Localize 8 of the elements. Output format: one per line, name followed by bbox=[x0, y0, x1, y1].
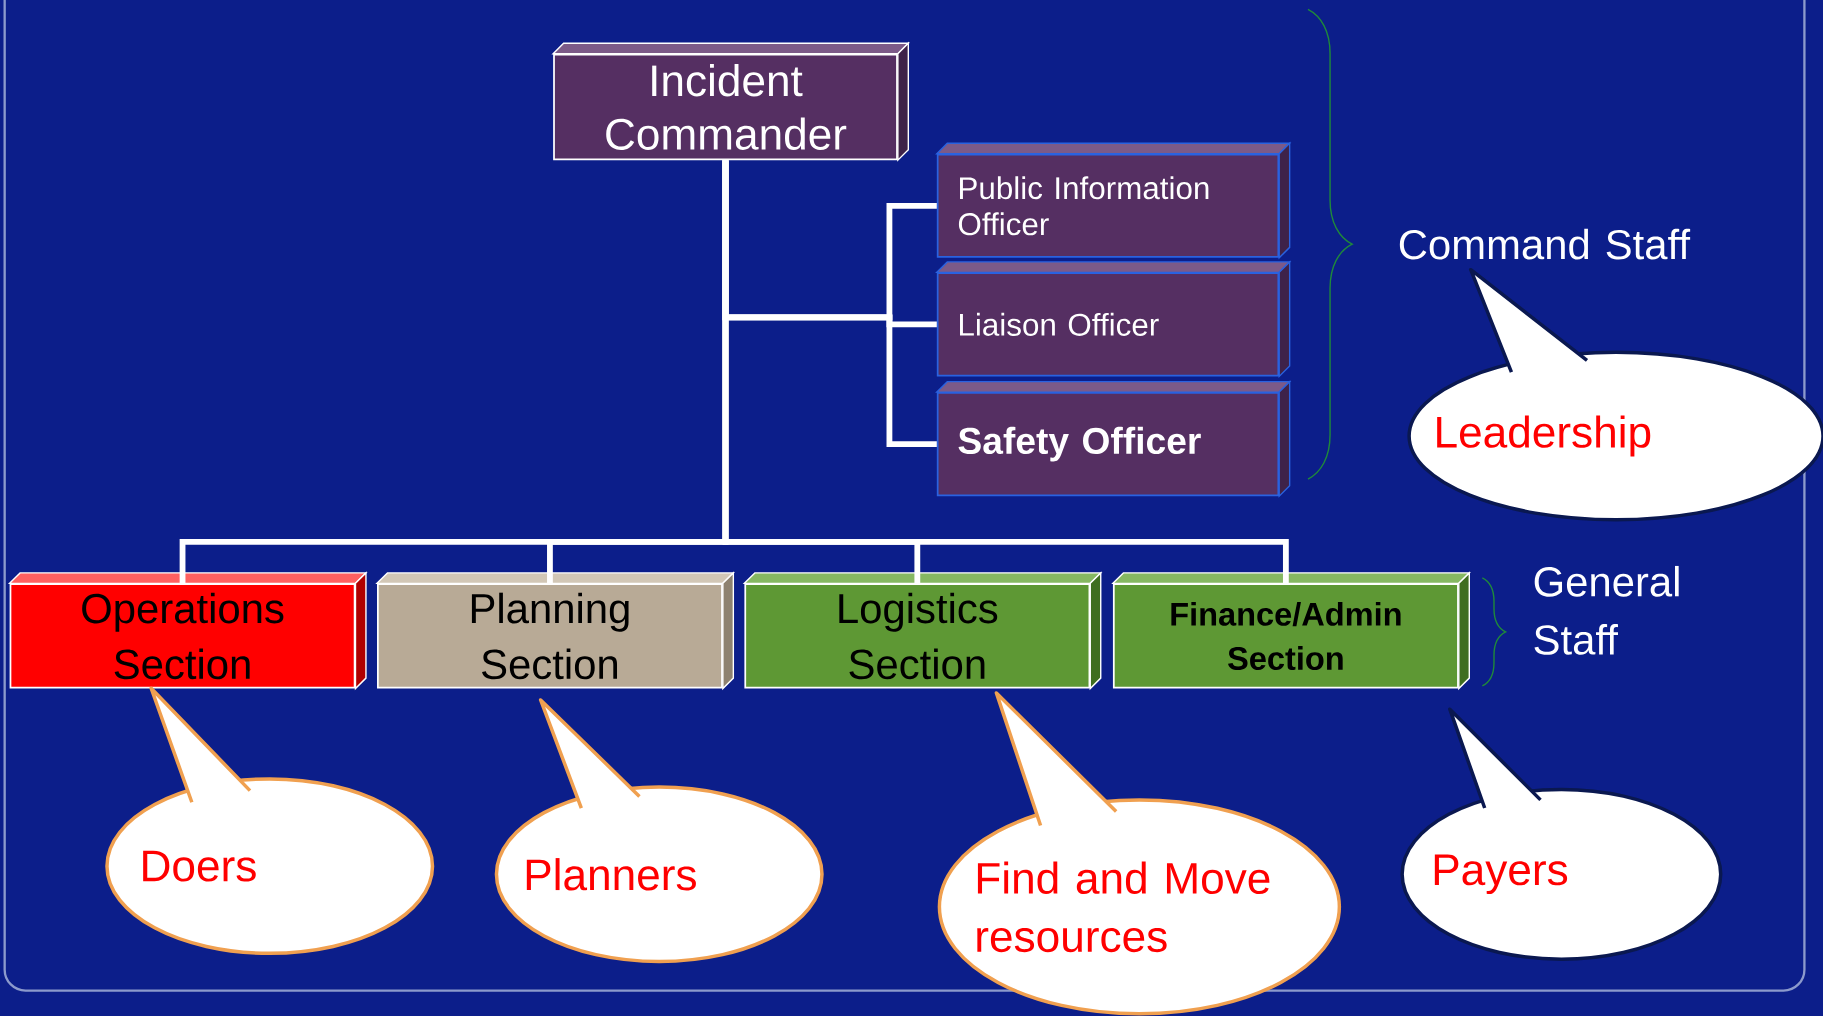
group-label: Command Staff bbox=[1399, 228, 1691, 260]
group-label: General Staff bbox=[1534, 565, 1679, 655]
speech-bubble: Planners bbox=[494, 698, 824, 964]
speech-bubble: Find and Move resources bbox=[937, 691, 1342, 1016]
speech-bubble: Payers bbox=[1400, 707, 1723, 961]
speech-bubble: Leadership bbox=[1407, 267, 1823, 522]
connector-line bbox=[722, 160, 1289, 584]
speech-bubble: Doers bbox=[105, 686, 435, 956]
